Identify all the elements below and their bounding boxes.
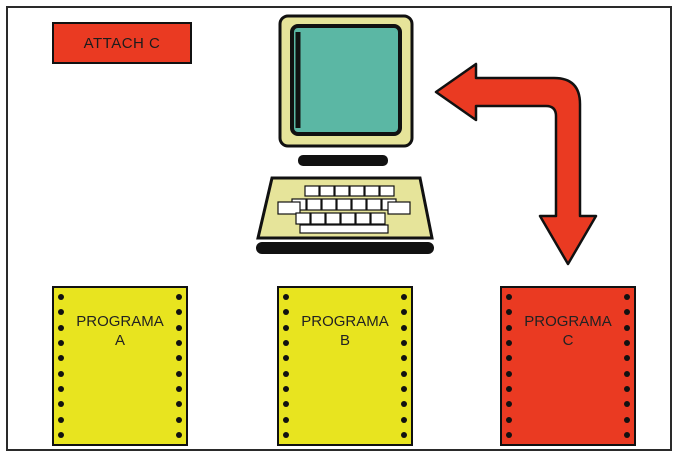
keyboard-keys	[277, 185, 411, 234]
perforation-left	[58, 294, 64, 438]
attach-c-text: ATTACH C	[83, 34, 161, 52]
program-label: PROGRAMA A	[76, 313, 164, 349]
monitor-stand	[298, 155, 388, 166]
perforation-left	[283, 294, 289, 438]
perforation-right	[624, 294, 630, 438]
attach-c-label: ATTACH C	[52, 22, 192, 64]
computer-icon	[256, 14, 434, 254]
keyboard-base	[256, 242, 434, 254]
monitor-screen	[290, 24, 402, 136]
perforation-left	[506, 294, 512, 438]
program-b-sheet: PROGRAMA B	[277, 286, 413, 446]
program-label: PROGRAMA B	[301, 313, 389, 349]
program-label: PROGRAMA C	[524, 313, 612, 349]
perforation-right	[176, 294, 182, 438]
program-a-sheet: PROGRAMA A	[52, 286, 188, 446]
bidirectional-arrow-icon	[434, 62, 598, 266]
perforation-right	[401, 294, 407, 438]
program-c-sheet: PROGRAMA C	[500, 286, 636, 446]
